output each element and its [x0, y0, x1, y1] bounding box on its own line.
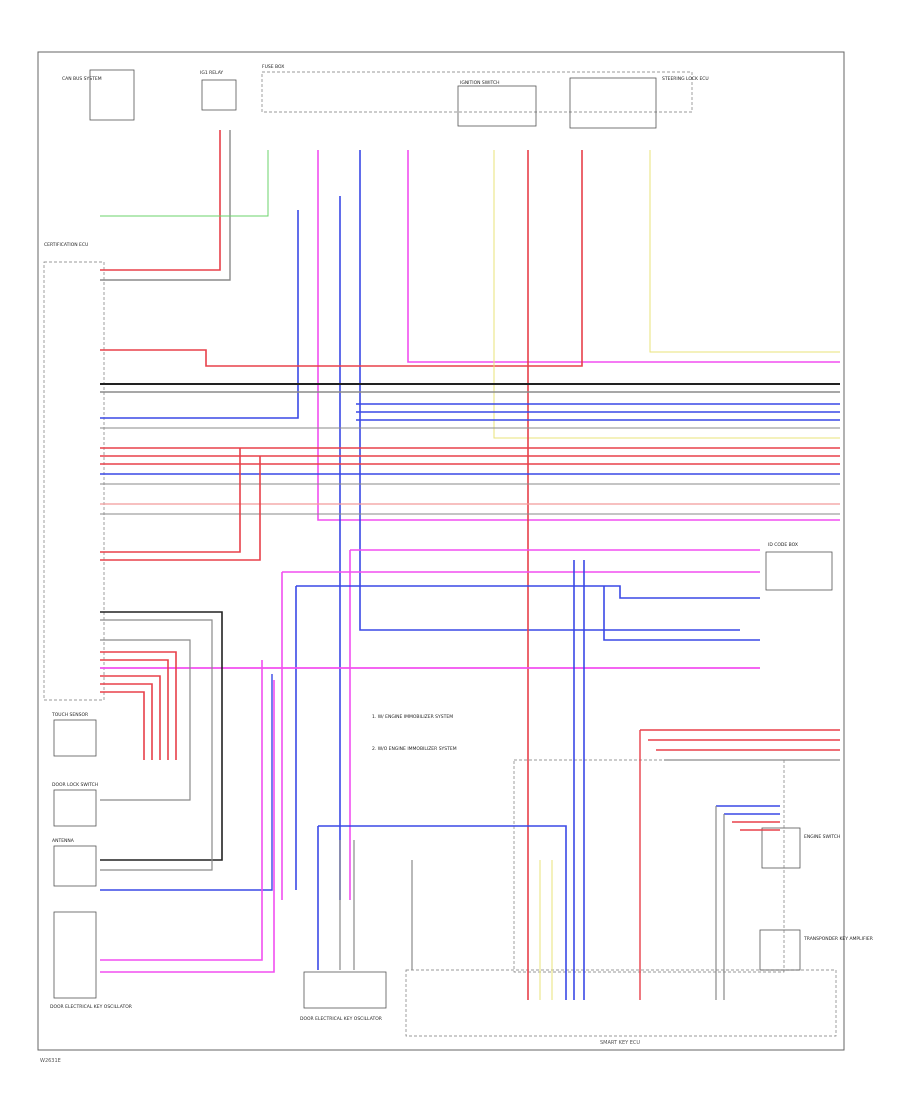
label-left-bottom: DOOR ELECTRICAL KEY OSCILLATOR [50, 1004, 132, 1010]
wire-blue-34 [603, 586, 760, 641]
wire-black-41 [100, 611, 223, 861]
note-2: 2. W/O ENGINE IMMOBILIZER SYSTEM [372, 746, 457, 752]
label-top-left: CAN BUS SYSTEM [62, 76, 102, 82]
wire-red-8 [100, 150, 583, 367]
right-unit-box-3 [759, 929, 801, 971]
wire-blue-46 [318, 825, 567, 1000]
note-1: 1. W/ ENGINE IMMOBILIZER SYSTEM [372, 714, 453, 720]
wire-gray-1 [100, 130, 231, 281]
left-sensor-box-3 [53, 845, 97, 887]
label-left-sensor-1: TOUCH SENSOR [51, 712, 88, 718]
wire-green-2 [100, 150, 269, 217]
top-left-module-box [89, 69, 135, 121]
wire-red-35 [100, 651, 177, 760]
wire-blue-43 [100, 674, 273, 891]
wire-red-25 [100, 448, 241, 553]
bottom-center-box [303, 971, 387, 1009]
footer-module-label: SMART KEY ECU [600, 1040, 640, 1046]
component-labels: CAN BUS SYSTEM IG1 RELAY FUSE BOX IGNITI… [44, 64, 873, 1022]
label-left-sensor-3: ANTENNA [52, 838, 75, 844]
wire-pink-3 [317, 150, 840, 521]
top-fuse-box [261, 71, 693, 113]
wire-yellow-9 [493, 150, 840, 439]
smart-key-ecu-box [405, 969, 837, 1037]
wire-red-36 [100, 659, 169, 760]
label-left-sensor-2: DOOR LOCK SWITCH [52, 782, 98, 788]
label-left-module: CERTIFICATION ECU [44, 242, 88, 248]
label-right-unit-2: ENGINE SWITCH [804, 834, 840, 840]
component-boxes [43, 69, 837, 1037]
wire-pink-45 [100, 680, 275, 973]
wire-red-38 [100, 683, 153, 760]
top-relay-box [201, 79, 237, 111]
wire-blue-6 [100, 210, 299, 419]
label-right-unit-3: TRANSPONDER KEY AMPLIFIER [803, 936, 873, 942]
wire-red-39 [100, 691, 145, 760]
wire-yellow-11 [649, 150, 840, 353]
wire-pink-44 [100, 660, 263, 961]
wire-gray-40 [100, 639, 191, 801]
top-switch-box [457, 85, 537, 127]
diagram-frame [37, 51, 845, 1051]
label-right-unit-1: ID CODE BOX [768, 542, 798, 548]
wire-red-0 [100, 130, 221, 271]
wire-layer [100, 130, 840, 1000]
wire-pink-5 [407, 150, 840, 363]
footer-code: W2631E [40, 1058, 61, 1064]
label-bottom-center: DOOR ELECTRICAL KEY OSCILLATOR [300, 1016, 382, 1022]
label-top-relay: IG1 RELAY [200, 70, 223, 76]
wire-gray-42 [100, 619, 213, 871]
left-sensor-box-2 [53, 789, 97, 827]
right-unit-box-2 [761, 827, 801, 869]
right-unit-box-1 [765, 551, 833, 591]
left-bottom-box [53, 911, 97, 999]
top-right-module-box [569, 77, 657, 129]
wire-blue-4 [359, 150, 740, 631]
wire-red-26 [100, 456, 261, 561]
wire-red-37 [100, 675, 161, 760]
label-top-fuse-box: FUSE BOX [262, 64, 284, 70]
left-sensor-box-1 [53, 719, 97, 757]
right-sub-box [513, 759, 785, 973]
wire-blue-32 [296, 585, 760, 599]
label-top-right-module: STEERING LOCK ECU [662, 76, 709, 82]
left-module-box [43, 261, 105, 701]
label-top-switch: IGNITION SWITCH [460, 80, 500, 86]
